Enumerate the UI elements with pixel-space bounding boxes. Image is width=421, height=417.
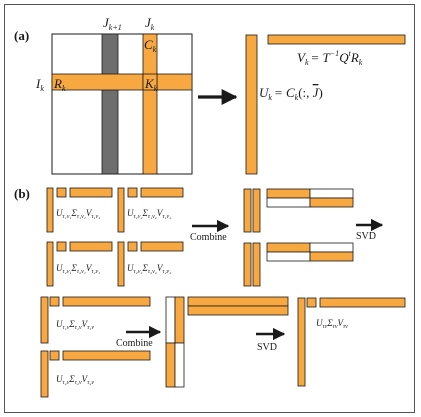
label-t1v2: Uτ₁ν₂Στ₁ν₂Vτ₁ν₂ — [127, 208, 171, 220]
label-t1v1: Uτ₁ν₁Στ₁ν₁Vτ₁ν₁ — [56, 208, 100, 220]
svd-label-top: SVD — [356, 231, 376, 242]
orange-row-ik — [51, 73, 193, 91]
equation-uk: Uk= Ck(:, J) — [259, 85, 323, 102]
block-t1v1 — [46, 187, 113, 233]
combine-label-bottom: Combine — [116, 338, 153, 349]
svd-label-bottom: SVD — [257, 342, 277, 353]
orange-column-jk — [142, 33, 158, 175]
combine-label-top: Combine — [190, 232, 227, 243]
panel-b-label: (b) — [14, 186, 30, 201]
label-kk: Kk — [144, 76, 158, 93]
block-t2v2 — [117, 241, 184, 287]
intersection-kk — [142, 73, 158, 91]
label-rk: Rk — [53, 76, 66, 93]
label-t2v: Uτ₂νΣτ₂νVτ₂ν — [56, 374, 94, 386]
label-t2v1: Uτ₂ν₁Στ₂ν₁Vτ₂ν₁ — [56, 263, 100, 275]
combined-u-top — [243, 188, 261, 287]
equation-vk: Vk= T−1QtRk — [297, 49, 363, 67]
block-t1v2 — [117, 187, 184, 233]
block-t2v — [40, 350, 151, 398]
label-jk: Jk — [145, 15, 155, 32]
uk-column — [245, 34, 258, 175]
label-t2v2: Uτ₂ν₂Στ₂ν₂Vτ₂ν₂ — [127, 263, 171, 275]
label-t1v: Uτ₁νΣτ₁νVτ₁ν — [56, 319, 94, 331]
panel-a-label: (a) — [14, 28, 29, 43]
label-jk1: Jk+1 — [103, 15, 122, 32]
block-t2v1 — [46, 241, 113, 287]
block-t1v — [40, 296, 151, 344]
label-ik: Ik — [35, 76, 44, 93]
final-factorization — [297, 297, 406, 387]
gray-column-jk1 — [101, 33, 119, 175]
combined-u-bottom — [165, 296, 185, 388]
matrix-outline — [51, 33, 193, 175]
combined-v-top — [266, 188, 354, 262]
label-ck: Ck — [144, 37, 157, 54]
matrix-square — [51, 33, 193, 175]
combined-v-bottom — [187, 296, 289, 316]
vk-row — [267, 34, 406, 45]
label-tv: UτνΣτνVτν — [316, 318, 348, 330]
